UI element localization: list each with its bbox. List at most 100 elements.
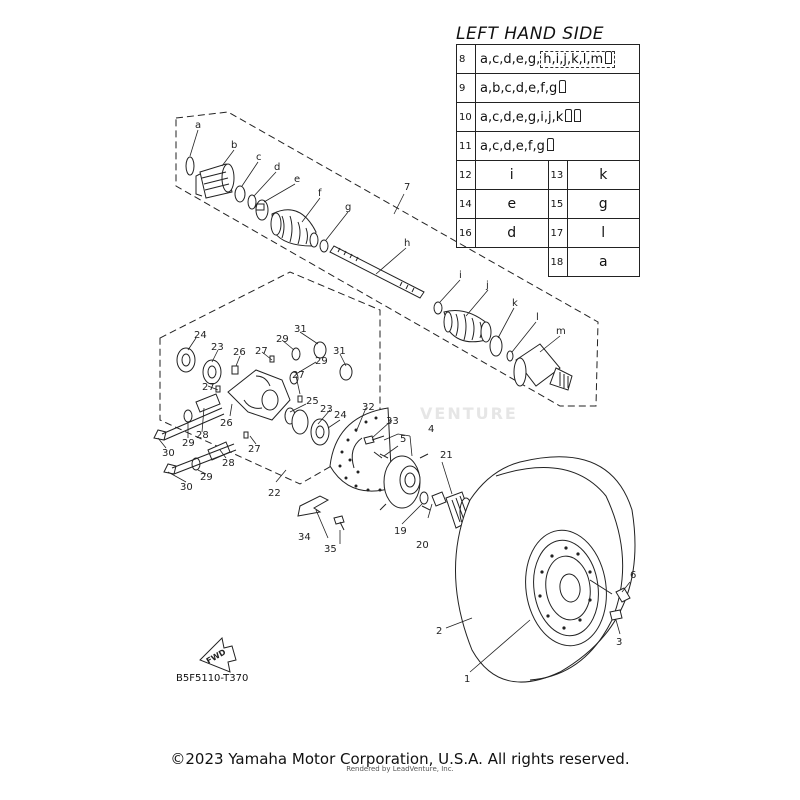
- bracket-bolt: [333, 515, 345, 531]
- callout-labels: a b c d e f g h i j k l m 7 4 5 21 19 20…: [162, 120, 636, 685]
- callout-26-low: 26: [220, 418, 233, 429]
- letter-leaders: [189, 129, 561, 353]
- callout-g: g: [345, 202, 351, 213]
- table-row: 8 a,c,d,e,g,h,i,j,k,l,m: [456, 44, 640, 74]
- callout-29-lower: 29: [200, 472, 213, 483]
- row-value: l: [566, 218, 640, 248]
- callout-25: 25: [306, 396, 319, 407]
- row-number: 10: [456, 102, 476, 132]
- table-row: 18 a: [457, 247, 640, 277]
- row-number: 12: [456, 160, 476, 190]
- parts-kit-table: 8 a,c,d,e,g,h,i,j,k,l,m 9 a,b,c,d,e,f,g …: [456, 44, 640, 277]
- callout-1: 1: [464, 674, 470, 685]
- callout-29-upper: 29: [182, 438, 195, 449]
- callout-32: 32: [362, 402, 375, 413]
- disc-bolt: [363, 435, 385, 445]
- callout-24-left: 24: [194, 330, 207, 341]
- table-row: 9 a,b,c,d,e,f,g: [456, 73, 640, 103]
- boxed-items: h,i,j,k,l,m: [540, 51, 616, 68]
- callout-5: 5: [400, 434, 406, 445]
- row-value: a,b,c,d,e,f,g: [475, 73, 640, 103]
- table-title: LEFT HAND SIDE: [456, 24, 605, 44]
- diagram-code: B5F5110-T370: [176, 673, 249, 684]
- watermark: VENTURE: [420, 404, 518, 423]
- callout-27-top: 27: [255, 346, 268, 357]
- callout-l: l: [536, 312, 539, 323]
- callout-22: 22: [268, 488, 281, 499]
- table-row: 10 a,c,d,e,g,i,j,k: [456, 102, 640, 132]
- row-number: 13: [547, 160, 568, 190]
- callout-27-low: 27: [248, 444, 261, 455]
- kit-icon: [574, 109, 582, 122]
- kit-icon: [565, 109, 573, 122]
- callout-27-left: 27: [202, 382, 215, 393]
- knuckle-parts: [153, 341, 353, 475]
- callout-4: 4: [428, 424, 434, 435]
- callout-a: a: [195, 120, 201, 131]
- row-value: e: [475, 189, 549, 219]
- kit-icon: [605, 51, 613, 64]
- callout-2: 2: [436, 626, 442, 637]
- row-number: 17: [547, 218, 568, 248]
- callout-i: i: [459, 270, 462, 281]
- callout-d: d: [274, 162, 280, 173]
- row-number: 18: [547, 247, 568, 277]
- callout-30-lower: 30: [180, 482, 193, 493]
- callout-k: k: [512, 298, 518, 309]
- row-value: a,c,d,e,g,h,i,j,k,l,m: [475, 44, 640, 74]
- wheel-stud: [609, 609, 623, 621]
- row-value: g: [566, 189, 640, 219]
- row-value: a,c,d,e,g,i,j,k: [475, 102, 640, 132]
- callout-27-mid: 27: [292, 370, 305, 381]
- kit-icon: [546, 138, 554, 151]
- callout-c: c: [256, 152, 262, 163]
- callout-28-lower: 28: [222, 458, 235, 469]
- knuckle-assembly-outline: [159, 271, 381, 485]
- row-number: 15: [547, 189, 568, 219]
- driveshaft-parts: [185, 156, 573, 391]
- callout-3: 3: [616, 637, 622, 648]
- callout-20: 20: [416, 540, 429, 551]
- row-number: 16: [456, 218, 476, 248]
- callout-19: 19: [394, 526, 407, 537]
- washer: [419, 491, 429, 505]
- callout-29-top: 29: [276, 334, 289, 345]
- callout-30-upper: 30: [162, 448, 175, 459]
- callout-31-mid: 31: [333, 346, 346, 357]
- kit-icon: [559, 80, 567, 93]
- callout-h: h: [404, 238, 410, 249]
- row-value: a,c,d,e,f,g: [475, 131, 640, 161]
- table-row: 12 i 13 k: [456, 160, 640, 190]
- callout-j: j: [485, 280, 489, 291]
- callout-34: 34: [298, 532, 311, 543]
- row-value: d: [475, 218, 549, 248]
- brake-disc: [329, 407, 393, 492]
- callout-f: f: [318, 188, 322, 199]
- callout-b: b: [231, 140, 237, 151]
- hose-bracket: [297, 495, 330, 517]
- callout-29-mid: 29: [315, 356, 328, 367]
- row-number: 14: [456, 189, 476, 219]
- wheel-tire: [455, 456, 636, 683]
- callout-23-right: 23: [320, 404, 333, 415]
- callout-m: m: [556, 326, 566, 337]
- table-row: 14 e 15 g: [456, 189, 640, 219]
- lug-nut: [615, 587, 631, 603]
- callout-21: 21: [440, 450, 453, 461]
- rendered-by-note: Rendered by LeadVenture, Inc.: [346, 765, 454, 773]
- callout-35: 35: [324, 544, 337, 555]
- row-number: 11: [456, 131, 476, 161]
- driveshaft-assembly-outline: [175, 111, 599, 407]
- callout-28-upper: 28: [196, 430, 209, 441]
- callout-6: 6: [630, 570, 636, 581]
- wheel-hub: [373, 451, 431, 511]
- callout-33: 33: [386, 416, 399, 427]
- callout-31-top: 31: [294, 324, 307, 335]
- table-row: 11 a,c,d,e,f,g: [456, 131, 640, 161]
- callout-23-left: 23: [211, 342, 224, 353]
- callout-24-right: 24: [334, 410, 347, 421]
- row-value: i: [475, 160, 549, 190]
- row-value: k: [566, 160, 640, 190]
- hub-nut: [431, 491, 447, 507]
